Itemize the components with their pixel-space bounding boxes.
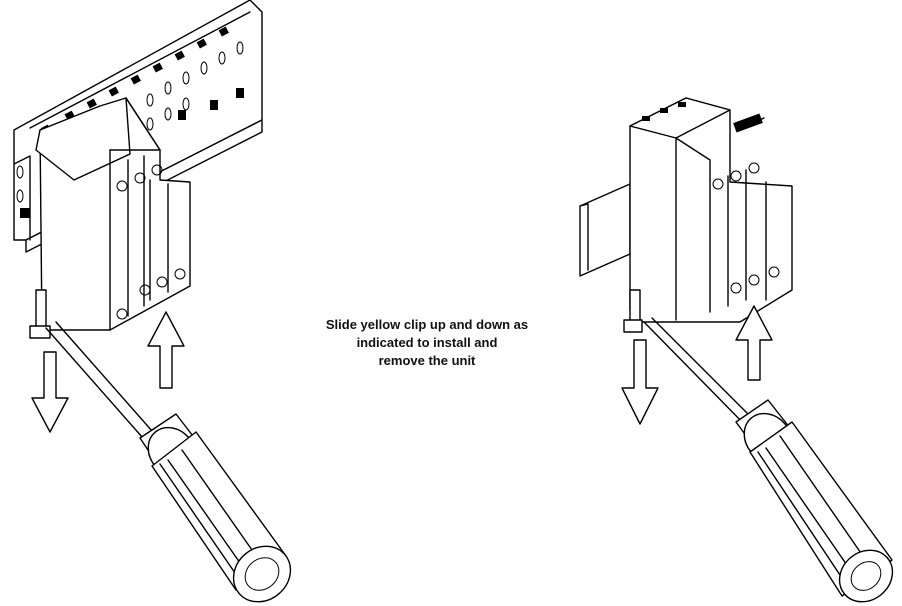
caption-line-3: remove the unit: [378, 353, 476, 368]
surge-protector-module-icon: [29, 97, 191, 339]
right-installation-figure: [560, 0, 902, 606]
arrow-up-icon: [735, 305, 773, 381]
arrow-down-icon: [621, 339, 659, 425]
caption-line-1: Slide yellow clip up and down as: [325, 317, 529, 332]
arrow-down-icon: [31, 351, 69, 433]
left-installation-figure: [0, 0, 340, 606]
screwdriver-icon: [45, 321, 292, 603]
surge-protector-module-icon: [623, 97, 793, 333]
screwdriver-icon: [643, 317, 894, 603]
instruction-caption: Slide yellow clip up and down as indicat…: [262, 316, 592, 370]
caption-line-2: indicated to install and: [356, 335, 498, 350]
arrow-up-icon: [147, 311, 185, 389]
